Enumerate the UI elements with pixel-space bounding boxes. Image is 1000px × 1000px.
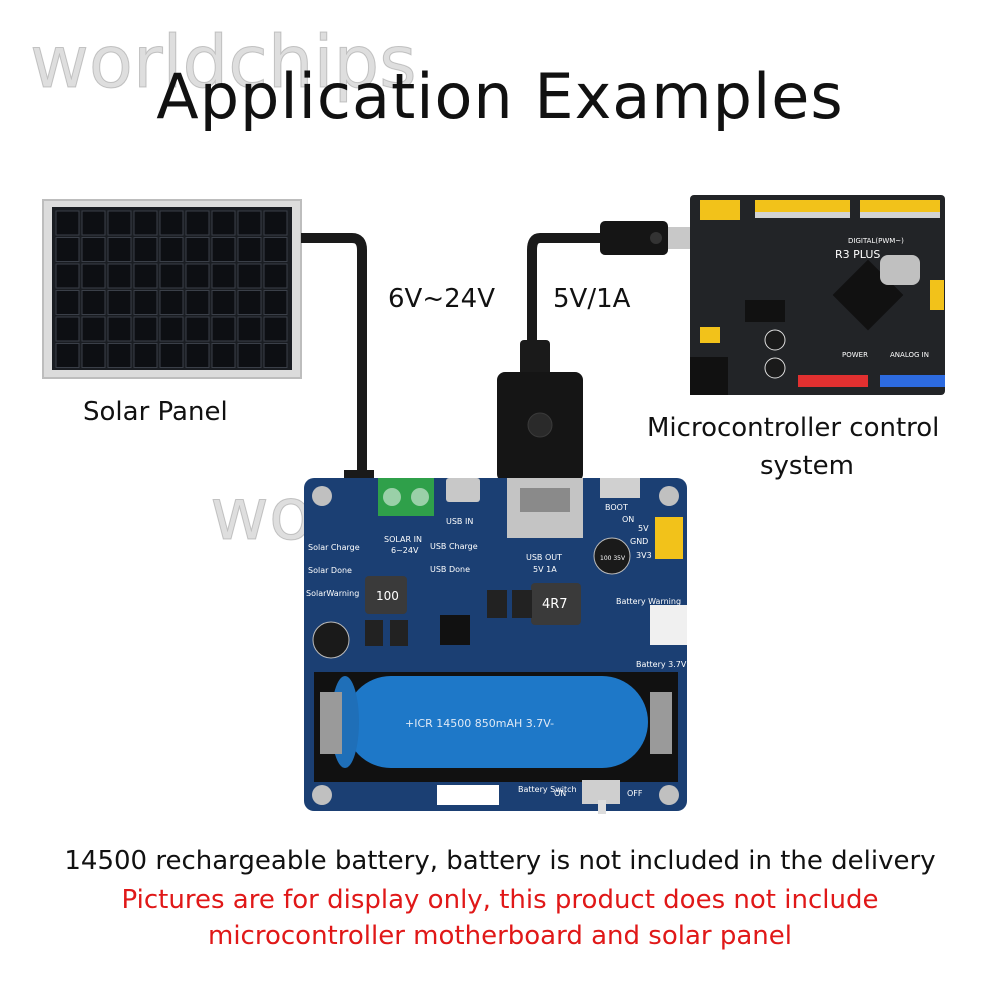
solar-cell — [185, 343, 210, 368]
mcu-analog: ANALOG IN — [890, 351, 929, 359]
board-pin-gnd: GND — [630, 537, 648, 546]
footer-disclaimer: Pictures are for display only, this prod… — [0, 882, 1000, 954]
board-battery-switch: Battery Switch — [518, 785, 577, 794]
board-usb-in: USB IN — [446, 517, 473, 526]
solar-cell — [81, 237, 106, 262]
solar-cell — [185, 210, 210, 236]
solar-cell — [263, 237, 288, 262]
board-switch-off: OFF — [627, 789, 643, 798]
footer-battery-note: 14500 rechargeable battery, battery is n… — [64, 846, 936, 876]
board-solar-done: Solar Done — [308, 566, 352, 575]
board-solar-range: 6~24V — [391, 546, 419, 555]
solar-cell — [81, 290, 106, 315]
solar-cell — [159, 237, 184, 262]
solar-cell — [133, 343, 158, 368]
board-battery-warning: Battery Warning — [616, 597, 681, 606]
board-solar-warning: SolarWarning — [306, 589, 359, 598]
board-boot: BOOT — [605, 503, 628, 512]
inductor-100: 100 — [376, 589, 399, 603]
board-on: ON — [622, 515, 634, 524]
solar-cell — [159, 210, 184, 236]
solar-cell — [159, 316, 184, 342]
solar-cell — [263, 343, 288, 368]
solar-cell — [55, 343, 80, 368]
watermark-top: worldchips — [30, 20, 418, 105]
mcu-name: R3 PLUS — [835, 248, 880, 261]
solar-cell — [133, 237, 158, 262]
solar-cell — [107, 290, 132, 315]
solar-cell — [263, 210, 288, 236]
solar-cell — [211, 263, 236, 289]
solar-cell — [81, 210, 106, 236]
solar-cell — [107, 343, 132, 368]
board-usb-charge: USB Charge — [430, 542, 478, 551]
solar-panel-label: Solar Panel — [83, 397, 228, 427]
board-pin-3v3: 3V3 — [636, 551, 652, 560]
solar-cell — [107, 237, 132, 262]
solar-cell — [107, 210, 132, 236]
board-pin-5v: 5V — [638, 524, 649, 533]
solar-cell — [211, 237, 236, 262]
voltage-out-label: 5V/1A — [553, 284, 631, 314]
solar-cell — [237, 343, 262, 368]
board-solar-in: SOLAR IN — [384, 535, 422, 544]
solar-cell — [55, 210, 80, 236]
solar-cell — [81, 263, 106, 289]
board-battery-37: Battery 3.7V — [636, 660, 687, 669]
battery-print: +ICR 14500 850mAH 3.7V- — [405, 717, 554, 730]
board-usb-out-rating: 5V 1A — [533, 565, 557, 574]
mcu-power: POWER — [842, 351, 868, 359]
board-usb-done: USB Done — [430, 565, 470, 574]
solar-cell — [55, 316, 80, 342]
mcu-label-line1: Microcontroller control — [647, 413, 940, 443]
footer-disclaimer-line2: microcontroller motherboard and solar pa… — [208, 921, 792, 951]
solar-panel-image — [42, 199, 302, 379]
solar-cell — [263, 290, 288, 315]
solar-cell — [159, 290, 184, 315]
solar-cell — [237, 263, 262, 289]
solar-cell — [185, 290, 210, 315]
mcu-digital: DIGITAL(PWM~) — [848, 237, 904, 245]
solar-cell — [81, 343, 106, 368]
solar-cell — [211, 290, 236, 315]
footer-disclaimer-line1: Pictures are for display only, this prod… — [121, 885, 879, 915]
solar-cell — [133, 263, 158, 289]
solar-cell — [263, 263, 288, 289]
mcu-label-line2: system — [760, 451, 854, 481]
solar-cell — [159, 343, 184, 368]
solar-cell — [133, 210, 158, 236]
inductor-4r7: 4R7 — [542, 597, 568, 612]
solar-cell — [185, 237, 210, 262]
solar-cell — [81, 316, 106, 342]
microcontroller-board-image — [690, 195, 945, 395]
solar-cell — [237, 237, 262, 262]
solar-cell — [107, 316, 132, 342]
solar-cable — [301, 233, 367, 480]
page-title: Application Examples — [156, 60, 844, 133]
solar-cell — [107, 263, 132, 289]
cap-label: 100 35V — [600, 555, 626, 562]
solar-cell — [211, 210, 236, 236]
solar-cell — [55, 237, 80, 262]
solar-cell — [237, 316, 262, 342]
solar-cell — [185, 263, 210, 289]
solar-cell — [159, 263, 184, 289]
board-usb-out: USB OUT — [526, 553, 562, 562]
usb-cable — [527, 233, 541, 345]
solar-cell — [211, 316, 236, 342]
solar-cell — [237, 210, 262, 236]
solar-cell — [185, 316, 210, 342]
solar-cell — [263, 316, 288, 342]
voltage-in-label: 6V~24V — [388, 284, 495, 314]
board-solar-charge: Solar Charge — [308, 543, 360, 552]
solar-cell — [237, 290, 262, 315]
board-switch-on: ON — [554, 789, 566, 798]
solar-cell — [55, 290, 80, 315]
solar-cell — [55, 263, 80, 289]
solar-cell — [133, 290, 158, 315]
power-module-board — [304, 478, 687, 814]
solar-cell — [211, 343, 236, 368]
solar-cell — [133, 316, 158, 342]
